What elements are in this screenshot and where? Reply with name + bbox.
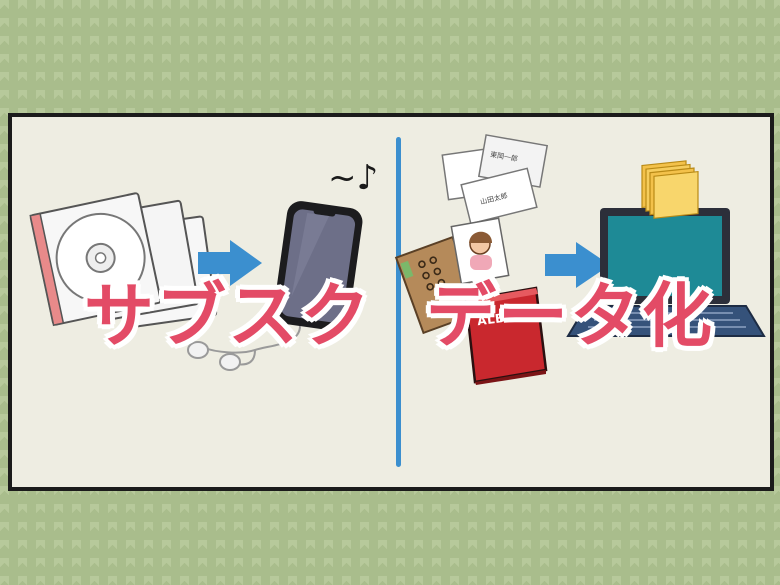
photo-icon [450, 217, 510, 285]
music-note-icon: ~♪ [328, 158, 379, 198]
caption-digitization: データ化 [426, 275, 714, 357]
earphones-icon [187, 325, 301, 371]
center-divider [396, 137, 401, 467]
caption-subscription: サブスク [84, 275, 372, 357]
laptop-icon [566, 160, 766, 337]
album-icon [464, 286, 548, 385]
smartphone-icon [273, 201, 363, 331]
business-cards-icon [441, 134, 549, 225]
folder-icon [641, 160, 699, 219]
cd-stack-icon [29, 192, 218, 329]
arrow-right-icon [198, 240, 262, 286]
arrow-right-icon [545, 242, 610, 288]
